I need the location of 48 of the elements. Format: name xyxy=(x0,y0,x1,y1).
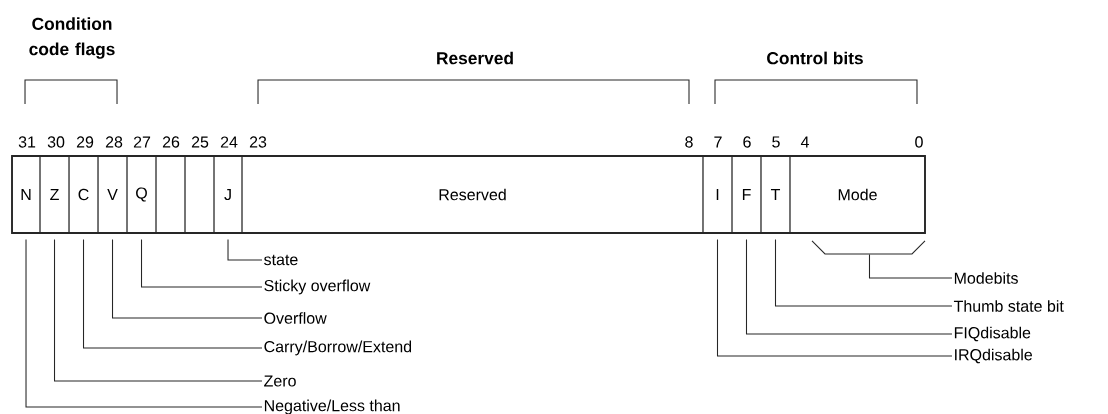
bit-number: 28 xyxy=(105,136,123,148)
description-label: Carry/Borrow/Extend xyxy=(264,340,412,356)
bit-number: 30 xyxy=(47,136,65,148)
bit-number: 23 xyxy=(249,136,267,148)
description-label: Thumb state bit xyxy=(953,300,1064,312)
bit-number: 8 xyxy=(685,136,693,148)
bit-number: 26 xyxy=(162,136,180,148)
bit-cell: J xyxy=(213,155,243,234)
leader-line xyxy=(716,238,953,357)
bit-number: 24 xyxy=(220,136,238,148)
leader-line xyxy=(227,238,263,261)
bit-number: 29 xyxy=(76,136,94,148)
leader-line xyxy=(82,238,263,349)
description-label: Negative/Less than xyxy=(264,399,400,414)
description-label: Zero xyxy=(264,375,296,387)
description-label: Modebits xyxy=(954,272,1018,284)
group-heading: Condition code flags xyxy=(29,17,115,59)
node-label: N xyxy=(21,189,31,200)
leader-line xyxy=(774,238,953,307)
bit-cell: C xyxy=(68,155,99,234)
description-label: FIQdisable xyxy=(954,326,1031,342)
bit-cell: I xyxy=(702,155,733,234)
leader-line xyxy=(25,238,263,408)
bit-field: Mode xyxy=(789,155,926,234)
bit-cell: F xyxy=(731,155,762,234)
bit-cell: V xyxy=(97,155,128,234)
bit-cell: T xyxy=(760,155,791,234)
bit-number: 27 xyxy=(133,136,151,148)
leader-line xyxy=(745,238,953,335)
leader-line xyxy=(868,253,953,279)
bit-number: 6 xyxy=(743,136,751,148)
group-heading: Reserved xyxy=(437,51,513,65)
bit-cell: Z xyxy=(39,155,70,234)
group-heading: Control bits xyxy=(767,51,863,65)
bit-cell: Q xyxy=(126,155,157,234)
bit-number: 31 xyxy=(18,136,36,148)
leader-line xyxy=(54,238,263,382)
description-label: Sticky overflow xyxy=(264,279,371,295)
description-label: IRQdisable xyxy=(955,348,1032,364)
bit-number: 5 xyxy=(772,136,780,148)
bit-field: Reserved xyxy=(241,155,704,234)
leader-line xyxy=(141,238,263,288)
bit-number: 25 xyxy=(191,136,209,148)
bit-number: 7 xyxy=(714,136,722,148)
bit-number: 4 xyxy=(800,136,809,148)
leader-line xyxy=(112,238,263,319)
description-label: Overflow xyxy=(264,312,327,324)
description-label: state xyxy=(264,254,298,266)
